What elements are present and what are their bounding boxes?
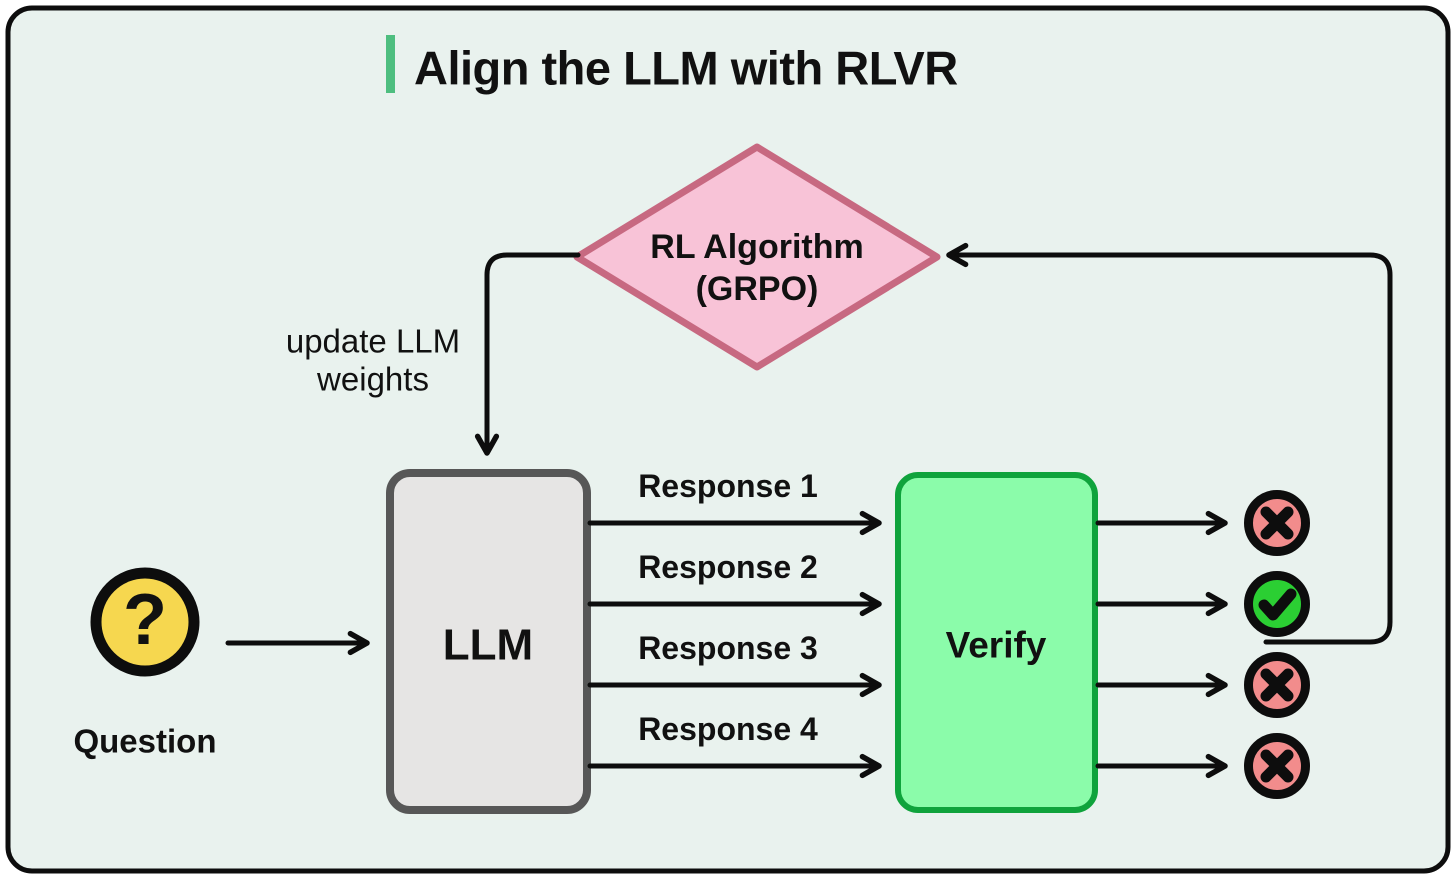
response-1: Response 1 [587,468,882,536]
response-4-label: Response 4 [638,711,818,747]
update-weights-arrow [474,252,581,456]
page-title: Align the LLM with RLVR [414,42,958,95]
question-mark-glyph: ? [123,580,167,660]
feedback-arrow [946,242,1393,645]
response-2: Response 2 [587,549,882,617]
question-label: Question [73,723,216,760]
update-weights-label-line2: weights [316,361,429,398]
title-accent-bar [386,35,395,93]
verify-label: Verify [946,625,1047,666]
verify-node: Verify [895,472,1098,813]
response-3: Response 3 [587,630,882,698]
response-3-label: Response 3 [638,630,818,666]
update-weights-label-line1: update LLM [286,323,460,360]
response-2-label: Response 2 [638,549,818,585]
cross-glyph [1260,668,1294,702]
rl-algorithm-label-line1: RL Algorithm [650,228,863,266]
rl-algorithm-node: RL Algorithm (GRPO) [573,143,941,371]
check-glyph [1258,588,1297,621]
rl-algorithm-label-line2: (GRPO) [696,270,819,308]
response-4: Response 4 [587,711,882,779]
response-1-label: Response 1 [638,468,818,504]
header: Align the LLM with RLVR [386,35,958,95]
cross-glyph [1260,749,1294,783]
verify-box [895,472,1098,813]
update-weights-label: update LLM weights [286,323,460,398]
diamond-shape [573,143,941,371]
result-4 [1244,733,1310,799]
result-2 [1244,571,1310,637]
question-node: ? Question [73,567,217,760]
question-icon [90,567,200,677]
llm-label: LLM [443,621,533,670]
result-1 [1244,490,1310,556]
llm-node: LLM [386,469,591,814]
llm-box [386,469,591,814]
result-3 [1244,652,1310,718]
cross-glyph [1260,506,1294,540]
